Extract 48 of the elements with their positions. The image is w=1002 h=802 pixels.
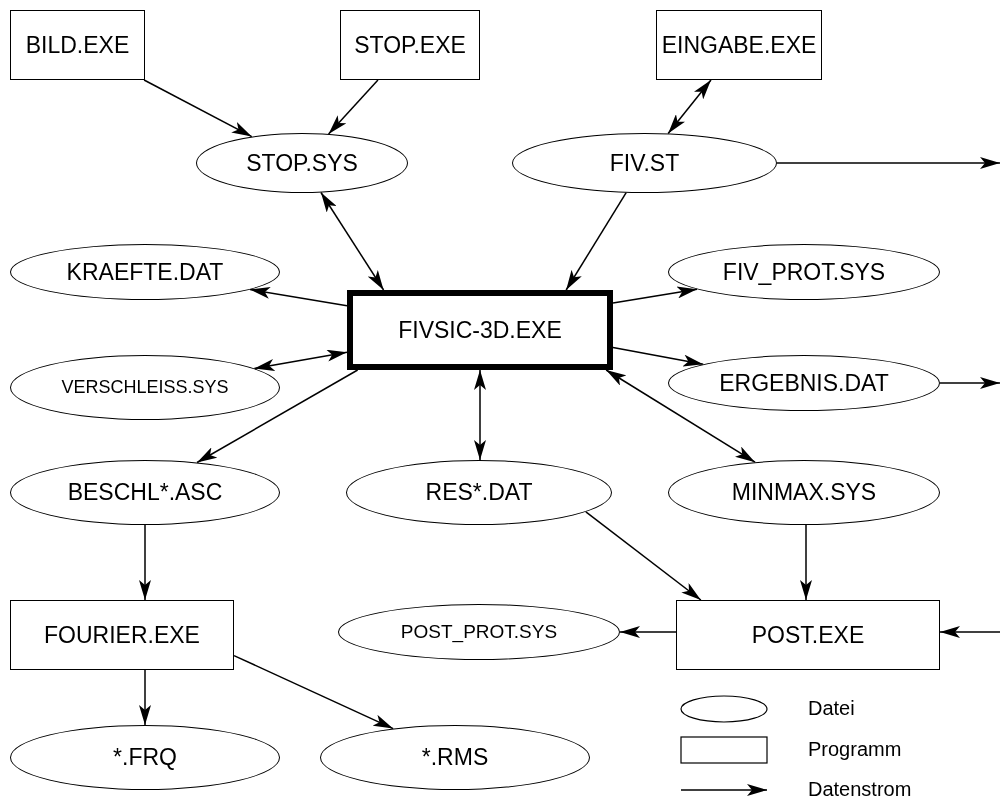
node-label: FIV.ST <box>609 149 680 177</box>
arrow <box>939 626 1001 638</box>
arrow <box>249 286 348 307</box>
node-label: MINMAX.SYS <box>731 479 877 506</box>
node-label: FOURIER.EXE <box>44 621 200 649</box>
arrow <box>585 511 702 601</box>
node-label: POST_PROT.SYS <box>400 621 558 643</box>
arrow <box>196 369 359 464</box>
arrow <box>667 79 712 135</box>
arrow <box>612 346 704 367</box>
arrow <box>612 286 698 304</box>
main-program-box <box>347 290 613 370</box>
node-label: VERSCHLEISS.SYS <box>61 377 229 398</box>
arrow <box>605 369 756 463</box>
arrow <box>939 377 1001 389</box>
node-label: KRAEFTE.DAT <box>66 258 224 286</box>
arrow <box>474 369 486 461</box>
arrow <box>565 191 627 291</box>
program-box <box>676 600 940 670</box>
arrow <box>139 669 151 726</box>
node-label: POST.EXE <box>751 621 865 649</box>
arrow <box>619 626 677 638</box>
arrow <box>143 79 253 138</box>
legend-label: Programm <box>808 738 902 761</box>
arrow <box>327 79 379 135</box>
arrow <box>776 157 1001 169</box>
node-label: STOP.EXE <box>354 31 466 59</box>
node-label: *.FRQ <box>113 744 177 771</box>
arrow <box>800 524 812 601</box>
node-label: *.RMS <box>421 744 489 771</box>
arrow <box>320 191 385 291</box>
node-label: RES*.DAT <box>425 479 533 506</box>
node-label: BILD.EXE <box>25 31 130 59</box>
node-label: ERGEBNIS.DAT <box>719 369 889 397</box>
node-label: STOP.SYS <box>246 149 358 177</box>
node-label: FIVSIC-3D.EXE <box>398 316 562 344</box>
node-label: BESCHL*.ASC <box>67 479 223 506</box>
arrow <box>233 654 394 730</box>
program-box <box>10 10 145 80</box>
node-label: FIV_PROT.SYS <box>722 258 886 286</box>
program-box <box>10 600 234 670</box>
arrow <box>253 349 348 371</box>
node-label: EINGABE.EXE <box>661 31 817 59</box>
program-box <box>340 10 480 80</box>
arrow <box>139 524 151 601</box>
legend-label: Datenstrom <box>808 778 912 801</box>
program-box <box>656 10 822 80</box>
legend-label: Datei <box>808 697 855 720</box>
